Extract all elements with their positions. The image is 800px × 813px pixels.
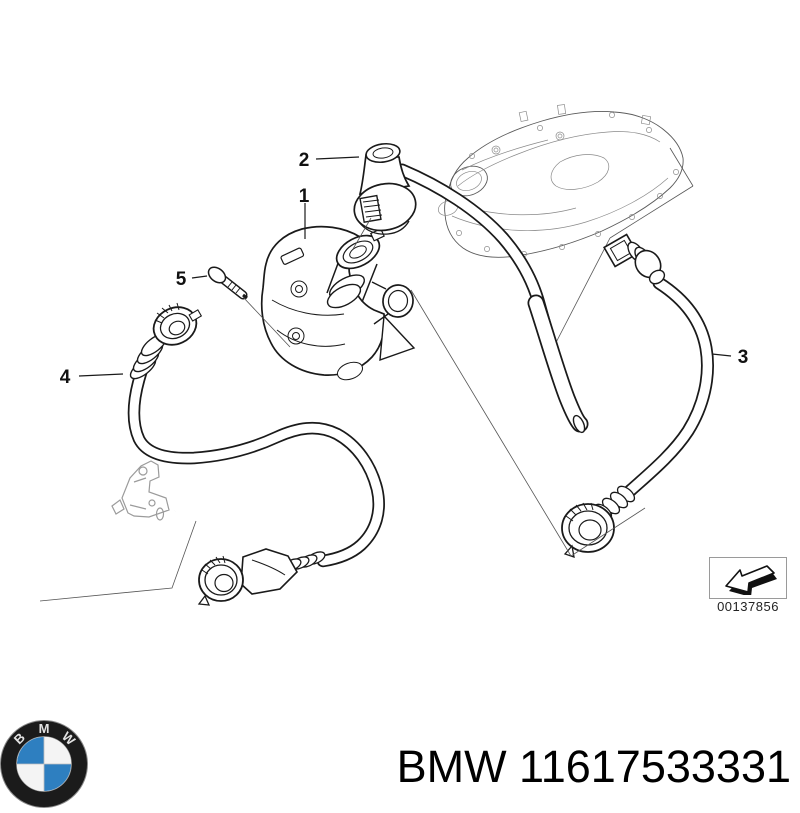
hose-3-quick-connector (561, 502, 615, 558)
part-label-5: 5 (176, 269, 187, 290)
screw-drawing (207, 266, 248, 300)
product-title: BMW 11617533331 (396, 741, 791, 792)
hose-4-drawing (127, 302, 385, 606)
part-label-1: 1 (299, 186, 310, 207)
bmw-letter-m: M (39, 721, 50, 736)
part-labels: 2 1 5 4 3 (60, 150, 749, 388)
bmw-quadrant-topleft (17, 737, 44, 764)
mounting-bracket-drawing (27, 460, 176, 575)
hose-4-bayonet-cap (152, 302, 203, 346)
parts-diagram: 2 1 5 4 3 (27, 104, 749, 606)
hose-4-bellows (129, 333, 168, 380)
cover-bolt-dots (456, 112, 679, 257)
catalog-image-box (709, 557, 787, 599)
vent-valve-drawing (260, 225, 416, 381)
part-label-2: 2 (299, 150, 310, 171)
hose-3-drawing (561, 233, 714, 558)
bmw-quadrant-topright (44, 737, 71, 764)
valve-cover-drawing (437, 104, 684, 258)
catalog-number: 00137856 (717, 599, 779, 614)
pointer-lines (39, 289, 646, 602)
bmw-quadrant-bottomright (44, 764, 71, 791)
bmw-logo: B M W (0, 720, 88, 808)
bmw-quadrant-bottomleft (17, 764, 44, 791)
direction-arrow-icon (725, 565, 777, 595)
part-label-4: 4 (60, 367, 71, 388)
hose-4-quick-connector (197, 548, 298, 606)
part-label-3: 3 (738, 347, 749, 368)
vent-hose-elbow-drawing (352, 142, 589, 434)
construction-lines (547, 147, 694, 359)
parts-diagram-svg: 2 1 5 4 3 (27, 104, 749, 606)
